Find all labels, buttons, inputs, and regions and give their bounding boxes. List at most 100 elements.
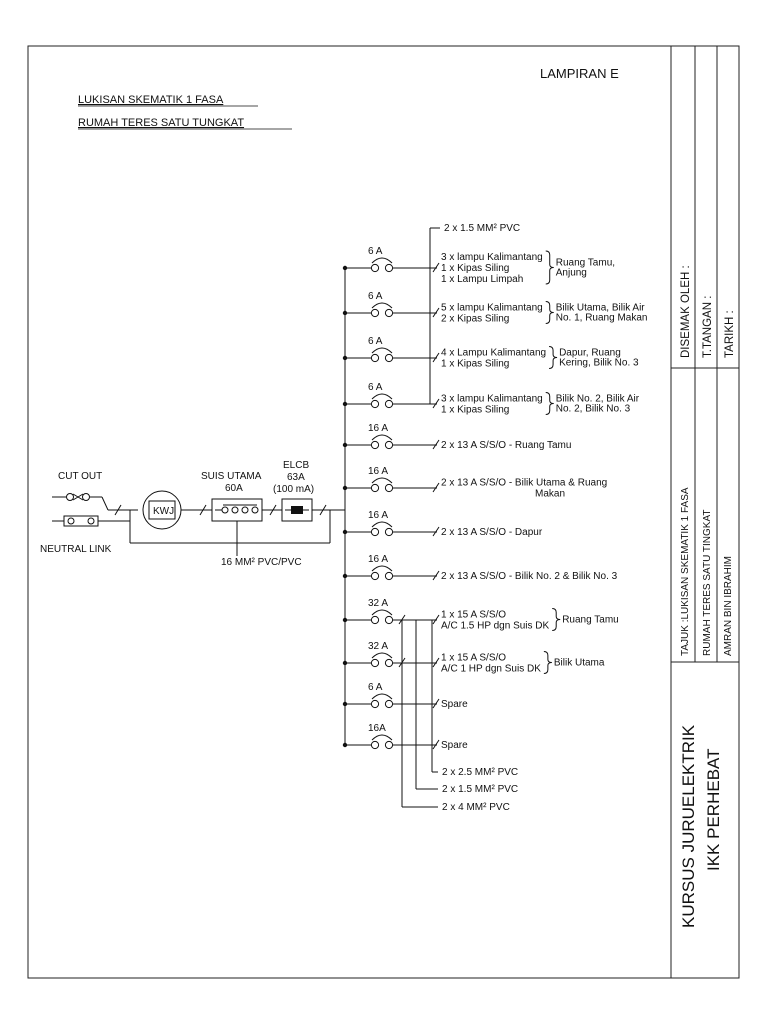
- drawing-title-line2: RUMAH TERES SATU TUNGKAT: [78, 117, 244, 129]
- sheet-frame: [27, 45, 740, 979]
- circuit-10: 32 A 1 x 15 A S/S/OA/C 1 HP dgn Suis DK Bi…: [342, 641, 605, 675]
- circuit-5: 16 A 2 x 13 A S/S/O - Ruang Tamu: [342, 423, 571, 451]
- mcb-arc: [371, 693, 393, 700]
- approved-by-label: DISEMAK OLEH :: [680, 265, 692, 358]
- load-text: 3 x lampu Kalimantang: [441, 394, 543, 405]
- mcb-terminal: [384, 399, 394, 409]
- cable-tick: [432, 739, 440, 750]
- mcb-terminal: [384, 353, 394, 363]
- cable-bottom-label-3: 2 x 4 MM² PVC: [442, 802, 510, 813]
- cable-bottom-label-2: 2 x 1.5 MM² PVC: [442, 784, 518, 795]
- room-text: Dapur, Ruang: [559, 348, 621, 359]
- mcb-rating: 6 A: [368, 336, 383, 347]
- mcb-terminal: [370, 399, 380, 409]
- mcb-rating: 16 A: [368, 510, 388, 521]
- cable-tick: [432, 398, 440, 409]
- load-text: 1 x Kipas Siling: [441, 405, 509, 416]
- mcb-terminal: [384, 740, 394, 750]
- load-text: 2 x 13 A S/S/O - Ruang Tamu: [441, 440, 571, 451]
- load-text: Spare: [441, 740, 468, 751]
- cable-tick: [432, 352, 440, 363]
- room-text: Ruang Tamu: [562, 615, 619, 626]
- circuit-12: 16A Spare: [342, 723, 468, 751]
- mcb-terminal: [370, 571, 380, 581]
- mcb-rating: 6 A: [368, 291, 383, 302]
- cable-tick: [432, 439, 440, 450]
- mcb-arc: [371, 302, 393, 309]
- mcb-arc: [371, 434, 393, 441]
- grouping-brace: [545, 301, 554, 324]
- load-text: A/C 1 HP dgn Suis DK: [441, 664, 541, 675]
- load-text: 5 x lampu Kalimantang: [441, 303, 543, 314]
- grouping-brace: [549, 346, 558, 369]
- load-text: 1 x Lampu Limpah: [441, 274, 523, 285]
- load-text: 1 x 15 A S/S/O: [441, 653, 506, 664]
- load-text: Spare: [441, 699, 468, 710]
- subject-detail: RUMAH TERES SATU TINGKAT: [702, 510, 713, 657]
- mcb-terminal: [384, 263, 394, 273]
- supply-section: CUT OUT NEUTRAL LINK SUIS UTAMA 60A ELCB…: [40, 460, 345, 568]
- mcb-arc: [371, 734, 393, 741]
- mcb-rating: 6 A: [368, 682, 383, 693]
- cable-tick: [432, 482, 440, 493]
- mcb-arc: [371, 393, 393, 400]
- circuit-8: 16 A2 x 13 A S/S/O - Bilik No. 2 & Bilik…: [342, 554, 618, 582]
- mcb-terminal: [370, 483, 380, 493]
- mcb-arc: [371, 521, 393, 528]
- cable-tick: [432, 614, 440, 625]
- mcb-terminal: [384, 571, 394, 581]
- mcb-arc: [371, 609, 393, 616]
- mcb-rating: 16A: [368, 723, 386, 734]
- cable-tick: [432, 698, 440, 709]
- mcb-terminal: [370, 658, 380, 668]
- main-switch-rating: 60A: [225, 483, 243, 494]
- mcb-rating: 32 A: [368, 641, 388, 652]
- neutral-link-label: NEUTRAL LINK: [40, 544, 112, 555]
- mcb-terminal: [370, 740, 380, 750]
- mcb-terminal: [370, 308, 380, 318]
- circuit-11: 6 A Spare: [342, 682, 468, 710]
- mcb-rating: 16 A: [368, 423, 388, 434]
- room-text: Kering, Bilik No. 3: [559, 358, 639, 369]
- cable-tick: [432, 657, 440, 668]
- load-text: 3 x lampu Kalimantang: [441, 252, 543, 263]
- circuit-6: 16 A 2 x 13 A S/S/O - Bilik Utama & Ruang…: [342, 466, 607, 500]
- cable-tick: [432, 526, 440, 537]
- appendix-label: LAMPIRAN E: [540, 66, 619, 81]
- mcb-terminal: [384, 440, 394, 450]
- mcb-arc: [371, 347, 393, 354]
- mcb-terminal: [370, 699, 380, 709]
- meter-label: KWJ: [153, 506, 174, 517]
- grouping-brace: [552, 608, 561, 631]
- load-text: 2 x 13 A S/S/O - Bilik Utama & Ruang: [441, 478, 607, 489]
- room-text: Ruang Tamu,: [556, 258, 615, 269]
- circuit-9: 32 A1 x 15 A S/S/OA/C 1.5 HP dgn Suis DK…: [342, 598, 619, 632]
- cable-tick: [398, 657, 406, 668]
- load-text: 1 x Kipas Siling: [441, 263, 509, 274]
- mcb-rating: 6 A: [368, 382, 383, 393]
- room-text: Anjung: [556, 268, 587, 279]
- mcb-arc: [371, 652, 393, 659]
- load-text: 4 x Lampu Kalimantang: [441, 348, 546, 359]
- elcb-rating: 63A: [287, 472, 305, 483]
- mcb-terminal: [370, 615, 380, 625]
- load-text: A/C 1.5 HP dgn Suis DK: [441, 621, 550, 632]
- room-text: Bilik Utama: [554, 658, 605, 669]
- supply-cable-label: 16 MM² PVC/PVC: [221, 557, 302, 568]
- mcb-terminal: [370, 263, 380, 273]
- mcb-rating: 32 A: [368, 598, 388, 609]
- cut-out-label: CUT OUT: [58, 471, 102, 482]
- drawing-title-line1: LUKISAN SKEMATIK 1 FASA: [78, 94, 224, 106]
- load-text: 2 x 13 A S/S/O - Bilik No. 2 & Bilik No.…: [441, 571, 618, 582]
- cable-tick: [432, 307, 440, 318]
- grouping-brace: [545, 250, 554, 285]
- mcb-rating: 6 A: [368, 246, 383, 257]
- mcb-rating: 16 A: [368, 466, 388, 477]
- mcb-arc: [371, 257, 393, 264]
- mcb-terminal: [370, 440, 380, 450]
- load-text: 2 x Kipas Siling: [441, 314, 509, 325]
- main-switch-name: SUIS UTAMA: [201, 471, 262, 482]
- mcb-arc: [371, 565, 393, 572]
- load-text: Makan: [535, 489, 565, 500]
